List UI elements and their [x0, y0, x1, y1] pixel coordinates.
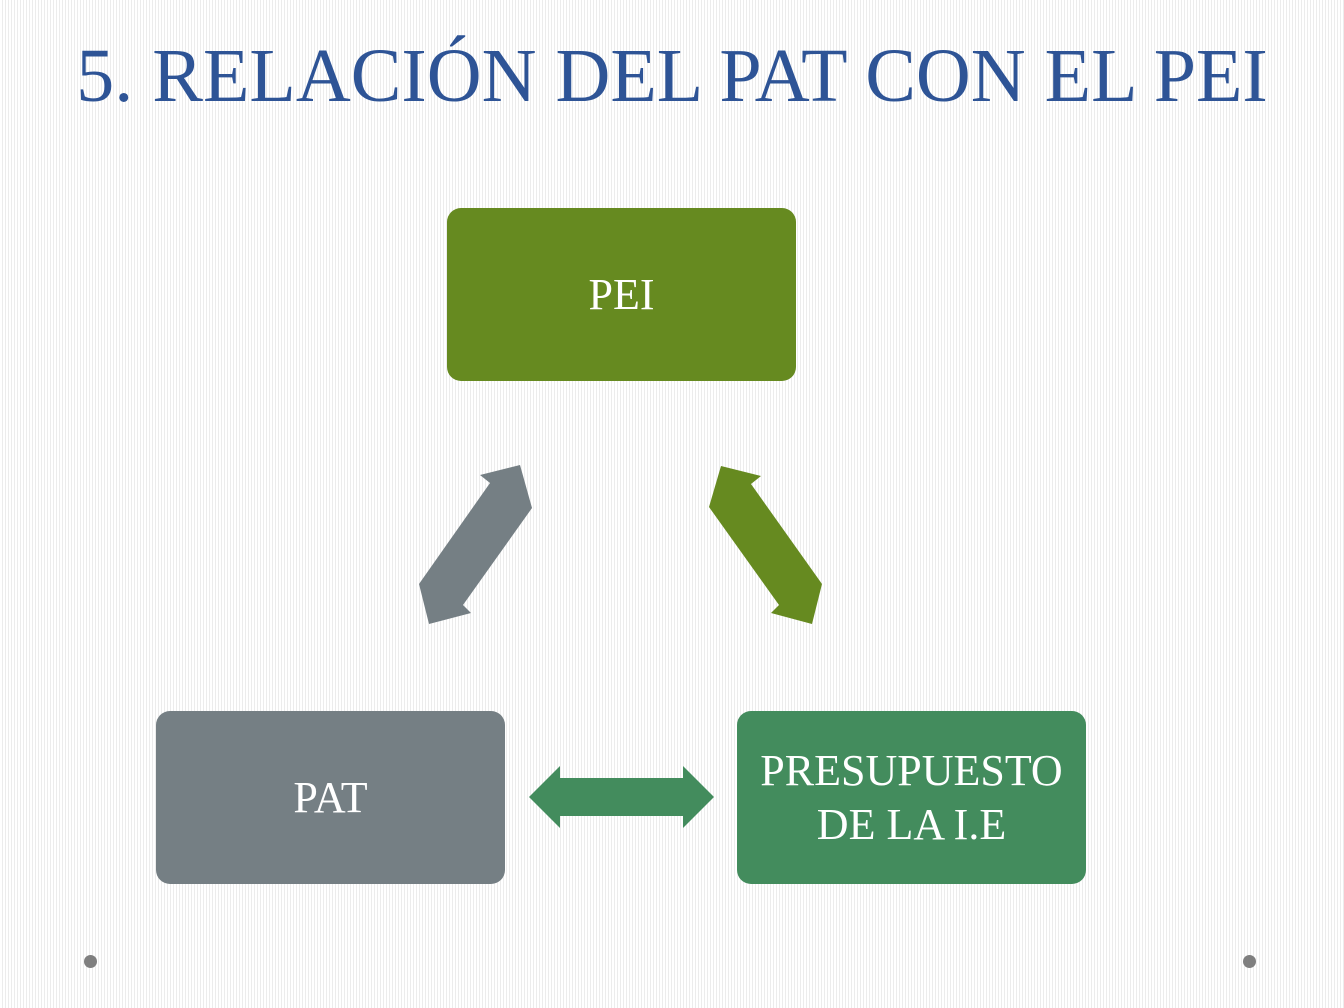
node-budget-label-line1: PRESUPUESTO	[760, 745, 1063, 795]
arrow-pat-pei	[419, 465, 532, 624]
node-budget-label: PRESUPUESTO DE LA I.E	[760, 744, 1062, 852]
node-pei: PEI	[447, 208, 796, 381]
node-pei-label: PEI	[588, 269, 655, 319]
arrow-pat-budget	[529, 766, 714, 828]
bullet-dot-right	[1243, 955, 1256, 968]
node-budget-label-line2: DE LA I.E	[816, 799, 1007, 849]
node-budget: PRESUPUESTO DE LA I.E	[737, 711, 1086, 884]
slide-title: 5. RELACIÓN DEL PAT CON EL PEI	[76, 34, 1268, 118]
arrow-pei-budget	[709, 466, 822, 624]
node-pat-label: PAT	[293, 772, 368, 822]
node-pat: PAT	[156, 711, 505, 884]
bullet-dot-left	[84, 955, 97, 968]
